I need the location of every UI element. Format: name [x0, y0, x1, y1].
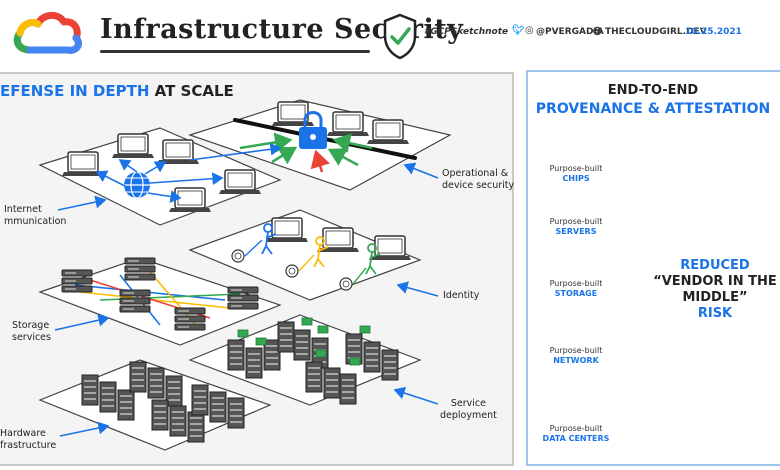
hashtag-text: #GCPSketchnote: [424, 27, 509, 37]
defense-heading-dark: AT SCALE: [149, 82, 234, 100]
label-identity: Identity: [443, 290, 480, 301]
globe-network-icon: [124, 171, 150, 199]
globe-icon: 🌐︎: [593, 25, 602, 38]
provenance-title-line1: END-TO-END: [607, 83, 699, 98]
identity-links: [244, 239, 367, 285]
shield-check-icon: [383, 13, 417, 60]
defense-heading: EFENSE IN DEPTH AT SCALE: [0, 82, 234, 100]
layer-plane-identity: [188, 209, 422, 301]
social-handle[interactable]: @PVERGADIA: [536, 27, 604, 37]
provenance-panel: [526, 70, 780, 466]
identity-people: [261, 223, 381, 275]
label-operational-security: Operational &device security: [442, 168, 515, 191]
provenance-title-line2: PROVENANCE & ATTESTATION: [535, 101, 771, 117]
instagram-icon: ◎: [525, 25, 534, 36]
internet-arrows: [95, 142, 282, 203]
title-underline: [100, 50, 370, 53]
defense-heading-blue: EFENSE IN DEPTH: [0, 82, 150, 100]
twitter-icon: 🐦︎: [512, 25, 525, 36]
reduced-line3: RISK: [697, 306, 733, 321]
reduced-line2: “VENDOR IN THE MIDDLE”: [653, 274, 777, 305]
header: Infrastructure Security #GCPSketchnote 🐦…: [0, 0, 780, 68]
reduced-line1: REDUCED: [680, 258, 750, 273]
google-cloud-logo-icon: [13, 12, 82, 54]
lock-icon: [299, 111, 327, 149]
date-text: 10.25.2021: [685, 27, 742, 37]
access-arrows: [239, 132, 373, 173]
label-arrows: [54, 162, 439, 437]
website-link[interactable]: THECLOUDGIRL.DEV: [605, 27, 707, 37]
reduced-risk-text: REDUCED “VENDOR IN THE MIDDLE” RISK: [640, 258, 780, 322]
